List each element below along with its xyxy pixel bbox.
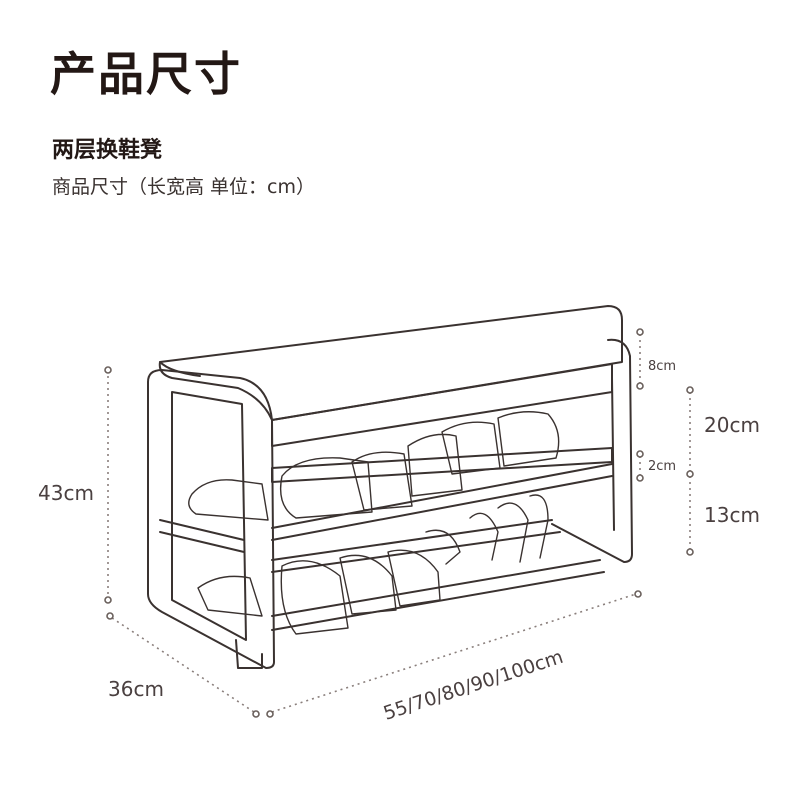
shelf-thickness-label: 2cm xyxy=(648,459,676,474)
lower-shoes xyxy=(197,494,549,635)
dimension-lines xyxy=(107,334,691,713)
upper-shelf xyxy=(271,447,613,483)
height-label: 43cm xyxy=(38,481,94,505)
right-side-frame xyxy=(551,338,633,563)
lower-gap-label: 13cm xyxy=(704,503,760,527)
seat-cushion xyxy=(158,305,623,421)
dimension-note: 商品尺寸（长宽高 单位：cm） xyxy=(52,176,315,198)
left-side-frame xyxy=(147,369,275,669)
depth-label: 36cm xyxy=(108,677,164,701)
dimension-markers xyxy=(104,328,694,718)
product-name: 两层换鞋凳 xyxy=(52,138,163,163)
upper-gap-label: 20cm xyxy=(704,413,760,437)
upper-shoes xyxy=(188,411,560,521)
width-label: 55/70/80/90/100cm xyxy=(381,646,566,725)
page-title: 产品尺寸 xyxy=(50,47,242,101)
cushion-thickness-label: 8cm xyxy=(648,359,676,374)
bench-drawing xyxy=(147,305,633,669)
lower-shelf xyxy=(271,519,561,573)
